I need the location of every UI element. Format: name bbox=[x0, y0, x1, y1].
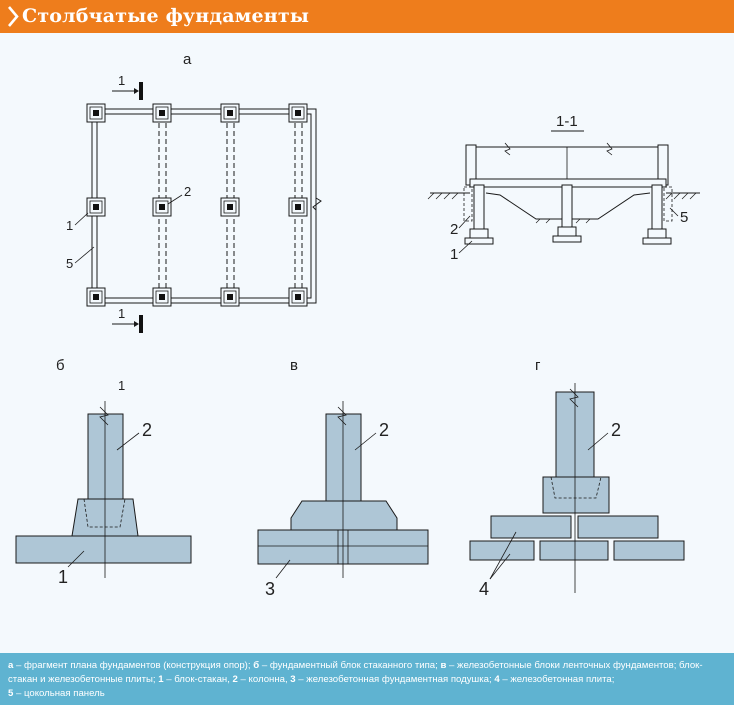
caption-key-a: а bbox=[8, 660, 14, 671]
caption-key-5: 5 bbox=[8, 688, 14, 699]
panel-g-slab-footing: г 2 4 bbox=[469, 357, 685, 599]
section-callout-1: 1 bbox=[450, 246, 458, 263]
plan-callout-2: 2 bbox=[184, 184, 191, 199]
caption-key-b: б bbox=[253, 660, 260, 671]
caption-text-4: – железобетонная плита; bbox=[499, 674, 615, 685]
plan-callout-1: 1 bbox=[66, 218, 73, 233]
section-callout-2: 2 bbox=[450, 221, 458, 238]
plan-callout-5: 5 bbox=[66, 256, 73, 271]
panel-g-label: г bbox=[535, 357, 541, 374]
panel-v-strip-blocks: в 2 3 bbox=[257, 357, 429, 599]
panel-b-callout-2: 2 bbox=[142, 420, 152, 440]
panel-g-callout-2: 2 bbox=[611, 420, 621, 440]
caption-text-v: – железобетонные блоки ленточных фундаме… bbox=[8, 660, 703, 685]
caption-text-3: – железобетонная фундаментная подушка; bbox=[295, 674, 495, 685]
chevron-right-icon bbox=[8, 6, 19, 27]
panel-v-callout-3: 3 bbox=[265, 579, 275, 599]
header-bar: Столбчатые фундаменты bbox=[0, 0, 734, 33]
panel-a-plan: а 1 1 bbox=[66, 51, 322, 333]
caption-text-a: – фрагмент плана фундаментов (конструкци… bbox=[13, 660, 254, 671]
panel-a-label: а bbox=[183, 51, 192, 68]
panel-v-label: в bbox=[290, 357, 298, 374]
caption-key-v: в bbox=[440, 660, 447, 671]
caption-key-3: 3 bbox=[290, 674, 296, 685]
section-title: 1-1 bbox=[556, 113, 578, 130]
section-callout-5: 5 bbox=[680, 209, 688, 226]
panel-b-cup-footing: б 1 2 1 bbox=[15, 357, 192, 587]
panel-b-axis-label: 1 bbox=[118, 378, 125, 393]
caption-key-1: 1 bbox=[158, 674, 164, 685]
panel-b-callout-1: 1 bbox=[58, 567, 68, 587]
section-mark-bottom-label: 1 bbox=[118, 306, 125, 321]
caption-text-1: – блок-стакан, bbox=[163, 674, 233, 685]
caption-text-5: – цокольная панель bbox=[13, 688, 105, 699]
section-mark-top-label: 1 bbox=[118, 73, 125, 88]
caption-key-2: 2 bbox=[232, 674, 238, 685]
panel-b-label: б bbox=[56, 357, 65, 374]
section-1-1: 1-1 bbox=[427, 113, 700, 263]
panel-v-callout-2: 2 bbox=[379, 420, 389, 440]
figure-caption: а – фрагмент плана фундаментов (конструк… bbox=[0, 653, 734, 705]
page-title: Столбчатые фундаменты bbox=[22, 5, 310, 27]
caption-key-4: 4 bbox=[494, 674, 500, 685]
caption-text-2: – колонна, bbox=[237, 674, 291, 685]
caption-text-b: – фундаментный блок стаканного типа; bbox=[259, 660, 441, 671]
foundation-diagram: а 1 1 bbox=[0, 33, 734, 653]
panel-g-callout-4: 4 bbox=[479, 579, 489, 599]
